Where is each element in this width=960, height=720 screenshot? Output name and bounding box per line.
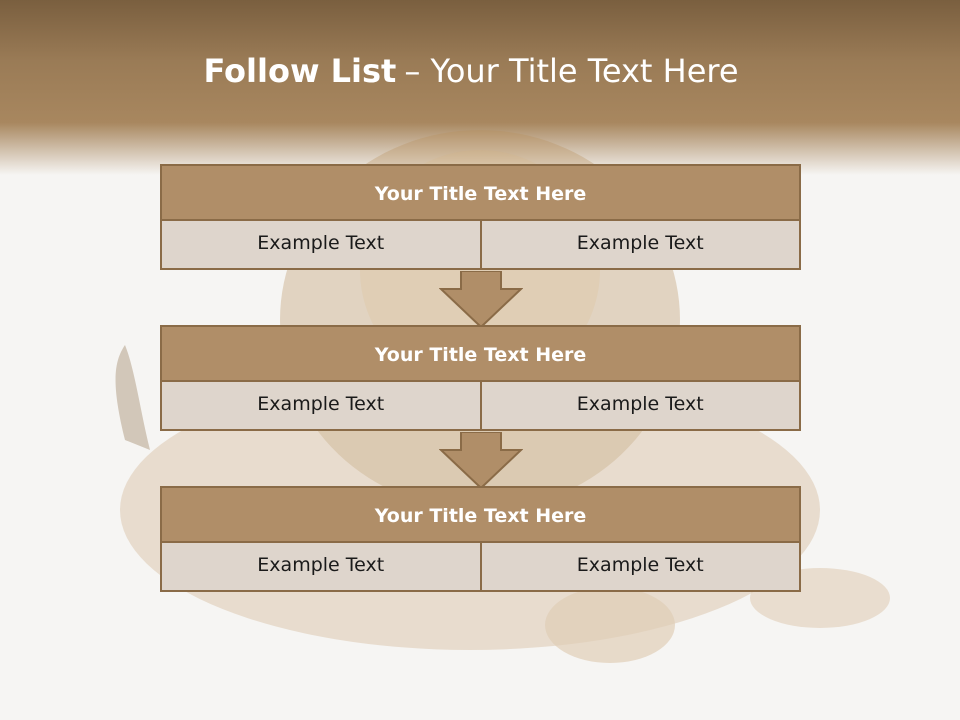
step-block-3: Your Title Text Here Example Text Exampl… (160, 486, 801, 592)
step-title: Your Title Text Here (160, 325, 801, 382)
step-cell-left: Example Text (160, 382, 482, 431)
step-row: Example Text Example Text (160, 382, 801, 431)
step-title: Your Title Text Here (160, 486, 801, 543)
slide-title-bold: Follow List (203, 52, 397, 90)
step-cell-right: Example Text (481, 543, 801, 592)
step-cell-left: Example Text (160, 221, 482, 270)
step-cell-right: Example Text (481, 221, 801, 270)
step-row: Example Text Example Text (160, 221, 801, 270)
header-band (0, 0, 960, 175)
down-arrow-icon (439, 432, 523, 490)
step-block-1: Your Title Text Here Example Text Exampl… (160, 164, 801, 270)
step-cell-left: Example Text (160, 543, 482, 592)
slide-title-rest: – Your Title Text Here (404, 52, 739, 90)
down-arrow-icon (439, 271, 523, 329)
slide-title: Follow List– Your Title Text Here (0, 52, 942, 90)
step-row: Example Text Example Text (160, 543, 801, 592)
step-block-2: Your Title Text Here Example Text Exampl… (160, 325, 801, 431)
step-title: Your Title Text Here (160, 164, 801, 221)
step-cell-right: Example Text (481, 382, 801, 431)
